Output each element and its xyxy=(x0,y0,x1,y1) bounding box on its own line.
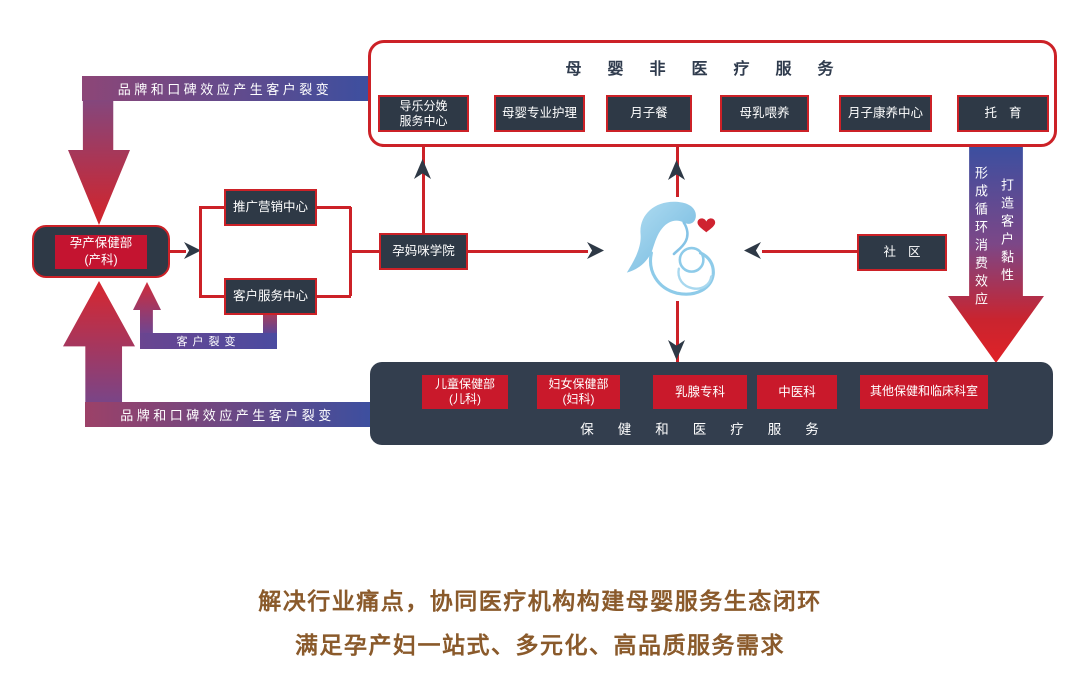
connector-academy-icon xyxy=(468,250,588,253)
maternity-dept-line1: 孕产保健部 xyxy=(69,236,133,251)
maternity-dept-node: 孕产保健部 (产科) xyxy=(32,225,170,278)
node-postpartum-center: 月子康养中心 xyxy=(839,95,932,132)
node-women-health-line2: (妇科) xyxy=(562,392,595,406)
tagline-line1: 解决行业痛点，协同医疗机构构建母婴服务生态闭环 xyxy=(258,588,822,614)
node-women-health-line1: 妇女保健部 xyxy=(548,377,609,391)
node-doula-line2: 服务中心 xyxy=(399,113,448,128)
top-fission-down-arrow xyxy=(68,100,130,225)
connector-community-icon xyxy=(762,250,857,253)
marketing-center-label: 推广营销中心 xyxy=(232,200,308,215)
maternity-dept-label-box: 孕产保健部 (产科) xyxy=(55,234,147,269)
non-medical-title: 母婴非医疗服务 xyxy=(565,61,860,78)
node-other-clinical-depts: 其他保健和临床科室 xyxy=(860,375,988,409)
academy-node: 孕妈咪学院 xyxy=(379,233,468,270)
maternity-dept-line2: (产科) xyxy=(84,252,118,267)
mother-baby-icon xyxy=(620,198,722,304)
node-doula-center: 导乐分娩 服务中心 xyxy=(378,95,469,132)
arrowhead-academy-icon xyxy=(587,242,604,259)
node-other-clinical-depts-label: 其他保健和临床科室 xyxy=(869,384,978,399)
bracket-stub-top-left xyxy=(199,206,224,209)
node-breast-specialty-label: 乳腺专科 xyxy=(674,384,725,399)
fission-bar: 客户裂变 xyxy=(140,333,277,349)
connector-bracket-academy xyxy=(349,250,379,253)
node-professional-care: 母婴专业护理 xyxy=(494,95,585,132)
node-confinement-meals: 月子餐 xyxy=(606,95,692,132)
non-medical-services-panel: 母婴非医疗服务 xyxy=(368,40,1057,147)
node-childcare-label: 托育 xyxy=(984,106,1034,121)
node-child-health-line1: 儿童保健部 xyxy=(434,377,495,391)
bottom-fission-up-arrow xyxy=(63,281,135,402)
loyalty-down-arrow xyxy=(948,147,1044,363)
service-center-node: 客户服务中心 xyxy=(224,278,317,315)
node-confinement-meals-label: 月子餐 xyxy=(630,106,668,121)
bracket-left-vline xyxy=(199,207,202,296)
tagline-line2: 满足孕产妇一站式、多元化、高品质服务需求 xyxy=(295,632,785,658)
fission-riser xyxy=(263,315,277,333)
academy-label: 孕妈咪学院 xyxy=(392,244,455,259)
medical-title: 保健和医疗服务 xyxy=(580,422,843,437)
bottom-fission-banner: 品牌和口碑效应产生客户裂变 xyxy=(85,402,370,427)
node-child-health-line2: (儿科) xyxy=(449,392,481,406)
node-childcare: 托育 xyxy=(957,95,1049,132)
bottom-fission-banner-label: 品牌和口碑效应产生客户裂变 xyxy=(120,408,335,423)
node-tcm-dept-label: 中医科 xyxy=(778,384,816,399)
mother-baby-icon-svg xyxy=(626,201,716,296)
fission-bar-label: 客户裂变 xyxy=(176,336,241,348)
node-child-health-dept: 儿童保健部 (儿科) xyxy=(422,375,508,409)
bracket-stub-top-right xyxy=(317,206,351,209)
node-professional-care-label: 母婴专业护理 xyxy=(501,106,577,121)
marketing-center-node: 推广营销中心 xyxy=(224,189,317,226)
connector-icon-bottom xyxy=(676,301,679,362)
bracket-stub-bottom-left xyxy=(199,295,224,298)
node-tcm-dept: 中医科 xyxy=(757,375,837,409)
top-fission-banner-label: 品牌和口碑效应产生客户裂变 xyxy=(117,82,333,97)
node-breast-specialty: 乳腺专科 xyxy=(653,375,747,409)
node-breastfeeding-label: 母乳喂养 xyxy=(739,106,790,121)
top-fission-banner: 品牌和口碑效应产生客户裂变 xyxy=(82,76,368,101)
node-breastfeeding: 母乳喂养 xyxy=(720,95,809,132)
bracket-stub-bottom-right xyxy=(317,295,351,298)
service-center-label: 客户服务中心 xyxy=(232,289,308,304)
connector-academy-top xyxy=(422,147,425,233)
arrowhead-community-icon xyxy=(744,242,761,259)
node-women-health-dept: 妇女保健部 (妇科) xyxy=(537,375,620,409)
node-postpartum-center-label: 月子康养中心 xyxy=(847,106,923,121)
loyalty-arrow-text-back: 形成循环消费效应 xyxy=(973,166,988,310)
community-label: 社区 xyxy=(883,245,933,260)
node-doula-line1: 导乐分娩 xyxy=(399,98,448,113)
community-node: 社区 xyxy=(857,234,947,271)
fission-up-arrow xyxy=(133,282,161,333)
loyalty-arrow-text-front: 打造客户黏性 xyxy=(999,178,1014,286)
connector-dept-bracket xyxy=(170,250,186,253)
